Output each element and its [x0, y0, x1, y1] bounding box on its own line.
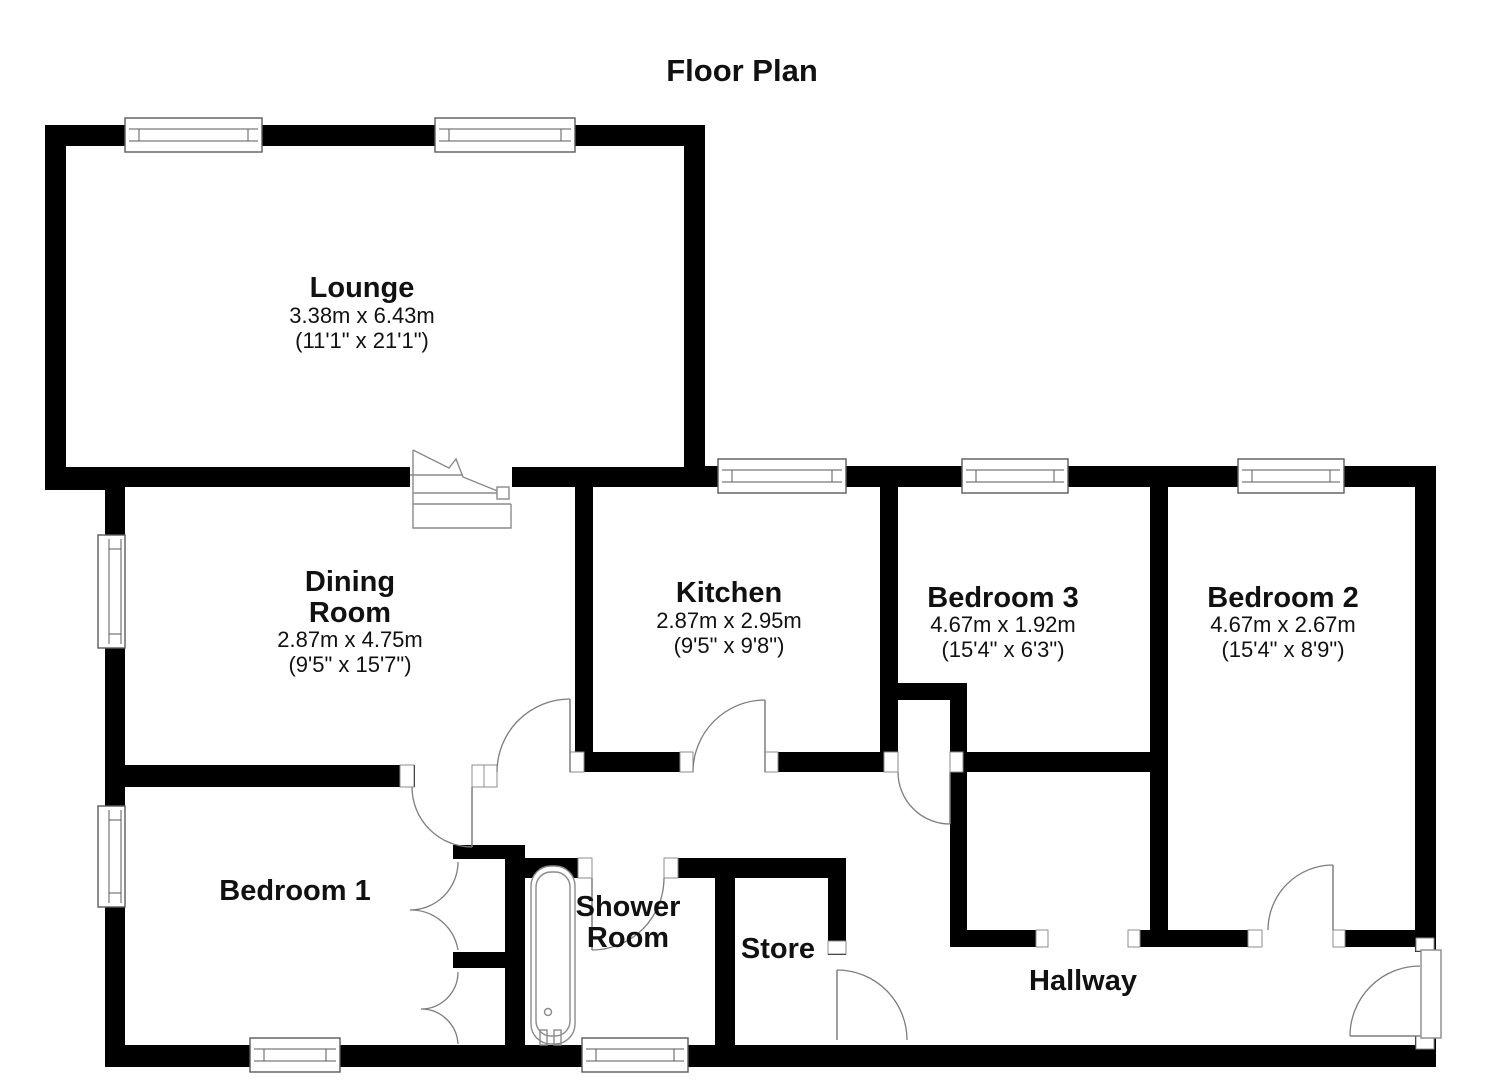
door-front-entrance — [1349, 949, 1442, 1039]
room-label-hallway: Hallway — [1029, 965, 1137, 997]
window-shower-bottom — [581, 1037, 689, 1073]
room-labels: Lounge 3.38m x 6.43m (11'1" x 21'1") Din… — [219, 272, 1358, 997]
wall-hall-lower-b — [1128, 930, 1262, 947]
wall-lounge-bottom-a — [66, 467, 410, 487]
window-bedroom2 — [1237, 458, 1345, 494]
wall-lounge-right — [684, 125, 705, 487]
dining-imperial: (9'5" x 15'7") — [288, 652, 411, 677]
room-label-bedroom2: Bedroom 2 4.67m x 2.67m (15'4" x 8'9") — [1207, 582, 1358, 662]
wall-store-right — [828, 858, 846, 955]
wall-nook-west — [950, 772, 967, 947]
kitchen-name: Kitchen — [676, 577, 782, 609]
kitchen-imperial: (9'5" x 9'8") — [674, 633, 785, 658]
kitchen-metric: 2.87m x 2.95m — [656, 608, 802, 633]
door-store — [836, 969, 908, 1041]
wall-hall-lower-a — [958, 930, 1048, 947]
room-label-bedroom1: Bedroom 1 — [219, 875, 370, 907]
window-kitchen — [717, 458, 847, 494]
dining-name-line1: Dining — [305, 566, 395, 598]
room-label-kitchen: Kitchen 2.87m x 2.95m (9'5" x 9'8") — [656, 577, 802, 658]
room-label-store: Store — [741, 933, 815, 965]
wall-bedroom3-step-h — [880, 683, 967, 700]
page-title: Floor Plan — [666, 53, 818, 88]
door-bedroom2 — [1267, 864, 1334, 931]
bedroom1-name: Bedroom 1 — [219, 875, 370, 907]
closet-bifold-doors — [409, 861, 459, 1045]
door-bedroom3 — [897, 771, 951, 825]
bedroom3-name: Bedroom 3 — [927, 582, 1078, 614]
wall-kitchen-bedroom3 — [880, 487, 898, 772]
hallway-name: Hallway — [1029, 965, 1137, 997]
lounge-metric: 3.38m x 6.43m — [289, 303, 435, 328]
lounge-name: Lounge — [310, 272, 415, 304]
room-label-shower: Shower Room — [576, 891, 681, 954]
wall-closet-top — [453, 845, 525, 859]
bedroom2-imperial: (15'4" x 8'9") — [1221, 637, 1344, 662]
bedroom3-imperial: (15'4" x 6'3") — [941, 637, 1064, 662]
fixtures — [410, 449, 576, 1046]
wall-closet-mid — [453, 952, 525, 968]
bedroom2-metric: 4.67m x 2.67m — [1210, 612, 1356, 637]
window-dining — [97, 534, 126, 649]
wall-hall-bedroom3 — [950, 752, 1168, 772]
room-label-lounge: Lounge 3.38m x 6.43m (11'1" x 21'1") — [289, 272, 435, 353]
shower-name-line2: Room — [587, 922, 669, 954]
wall-dining-kitchen — [575, 487, 593, 770]
bathtub — [530, 865, 576, 1046]
window-bedroom1-bottom — [249, 1037, 341, 1073]
wall-shower-top-b — [664, 858, 846, 878]
doors — [409, 698, 1442, 1045]
lounge-opening-door-symbol — [410, 449, 512, 529]
dining-name-line2: Room — [309, 597, 391, 629]
door-shower-room — [591, 877, 665, 951]
windows — [97, 117, 1345, 1073]
wall-hall-kitchen-a — [570, 752, 693, 772]
wall-bedroom3-bedroom2 — [1150, 487, 1168, 947]
wall-bedroom1-top — [125, 765, 415, 787]
wall-closet-right — [505, 845, 525, 1045]
shower-name-line1: Shower — [576, 891, 681, 923]
door-jambs — [399, 751, 1435, 1050]
window-bedroom3 — [961, 458, 1069, 494]
door-bedroom1 — [411, 786, 473, 848]
door-dining — [496, 698, 571, 773]
lounge-imperial: (11'1" x 21'1") — [295, 328, 429, 353]
room-label-bedroom3: Bedroom 3 4.67m x 1.92m (15'4" x 6'3") — [927, 582, 1078, 662]
wall-bedroom3-step-v — [950, 700, 967, 752]
dining-metric: 2.87m x 4.75m — [277, 627, 423, 652]
bedroom2-name: Bedroom 2 — [1207, 582, 1358, 614]
door-kitchen — [692, 699, 766, 773]
wall-right-upper — [1415, 466, 1436, 952]
wall-left-upper — [45, 125, 66, 490]
wall-lounge-bottom-b — [512, 467, 684, 487]
wall-hall-lower-c — [1340, 930, 1416, 947]
wall-bottom — [105, 1045, 1436, 1067]
window-lounge-1 — [124, 117, 263, 153]
room-label-dining: Dining Room 2.87m x 4.75m (9'5" x 15'7") — [277, 566, 423, 677]
window-lounge-2 — [434, 117, 576, 153]
store-name: Store — [741, 933, 815, 965]
wall-hall-kitchen-b — [765, 752, 880, 772]
wall-shower-store — [715, 858, 735, 1045]
window-bedroom1-left — [97, 805, 126, 908]
bedroom3-metric: 4.67m x 1.92m — [930, 612, 1076, 637]
